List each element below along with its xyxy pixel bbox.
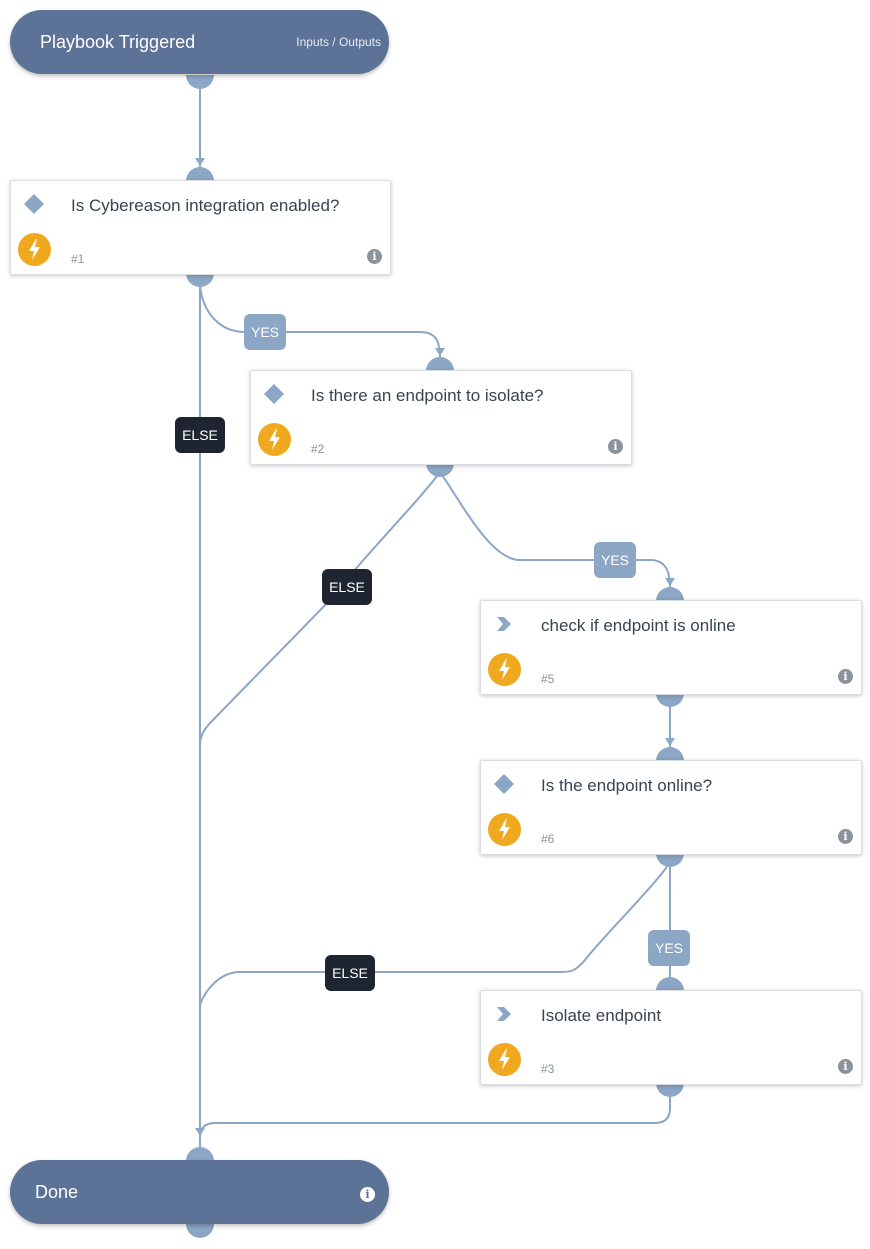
lightning-icon [258, 423, 291, 456]
info-icon[interactable]: i [608, 439, 623, 454]
diamond-icon [264, 384, 284, 404]
task-label: Is Cybereason integration enabled? [71, 196, 340, 215]
else-branch-tag: ELSE [322, 569, 372, 605]
chevron-icon [497, 617, 511, 631]
task-card-2[interactable]: Is there an endpoint to isolate? #2 i [250, 370, 632, 465]
diamond-icon [494, 774, 514, 794]
yes-branch-tag: YES [648, 930, 690, 966]
lightning-icon [488, 813, 521, 846]
diamond-icon [24, 194, 44, 214]
info-icon[interactable]: i [838, 829, 853, 844]
end-node-title: Done [35, 1182, 79, 1202]
info-icon[interactable]: i [367, 249, 382, 264]
yes-branch-tag: YES [594, 542, 636, 578]
else-branch-tag: ELSE [325, 955, 375, 991]
lightning-icon [488, 1043, 521, 1076]
chevron-icon [497, 1007, 511, 1021]
task-card-1[interactable]: Is Cybereason integration enabled? #1 i [10, 180, 391, 275]
task-number: #5 [541, 672, 555, 686]
end-node[interactable]: Done i [10, 1160, 389, 1224]
task-label: Is the endpoint online? [541, 776, 713, 795]
task-number: #2 [311, 442, 325, 456]
start-node-title: Playbook Triggered [40, 32, 196, 52]
task-card-5[interactable]: check if endpoint is online #5 i [480, 600, 862, 695]
task-number: #1 [71, 252, 85, 266]
info-icon[interactable]: i [838, 1059, 853, 1074]
info-icon[interactable]: i [360, 1187, 375, 1202]
lightning-icon [18, 233, 51, 266]
task-label: Is there an endpoint to isolate? [311, 386, 544, 405]
task-card-6[interactable]: Is the endpoint online? #6 i [480, 760, 862, 855]
task-label: check if endpoint is online [541, 616, 736, 635]
yes-branch-tag: YES [244, 314, 286, 350]
else-branch-tag: ELSE [175, 417, 225, 453]
task-label: Isolate endpoint [541, 1006, 662, 1025]
start-node[interactable]: Playbook Triggered Inputs / Outputs [10, 10, 389, 74]
task-number: #3 [541, 1062, 555, 1076]
info-icon[interactable]: i [838, 669, 853, 684]
lightning-icon [488, 653, 521, 686]
task-card-3[interactable]: Isolate endpoint #3 i [480, 990, 862, 1085]
inputs-outputs-link[interactable]: Inputs / Outputs [296, 35, 381, 49]
task-number: #6 [541, 832, 555, 846]
